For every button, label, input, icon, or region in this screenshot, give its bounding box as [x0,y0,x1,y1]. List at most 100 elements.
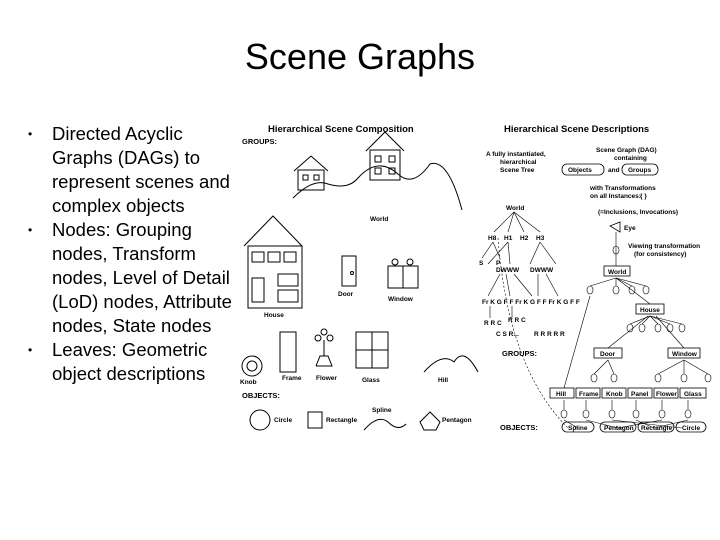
dag-node-house: House [635,303,665,315]
left-label-hill: Hill [438,377,448,384]
tree-rrc-1: R R C [484,320,502,327]
tree-h1: H1 [504,235,513,242]
dag-object-circle: Circle [682,425,700,432]
bullet-dot: • [28,223,33,237]
knob-illustration [241,355,263,377]
dag-leaves [549,387,707,399]
dag-caption-2: containing [614,155,647,162]
left-label-spline: Spline [372,407,392,414]
dag-transform-2: on all Instances: [590,193,641,200]
left-panel-title: Hierarchical Scene Composition [268,124,414,135]
tree-rrrrr: R R R R R [534,331,565,338]
rectangle-object [307,411,323,429]
left-label-glass: Glass [362,377,380,384]
bullet-item: • Directed Acyclic Graphs (DAGs) to repre… [28,122,238,218]
dag-object-rectangle: Rectangle [641,425,672,432]
left-objects-label: OBJECTS: [242,391,280,400]
tree-caption-1: A fully instantiated, [486,151,546,158]
dag-groups-pill [621,163,659,176]
bullet-dot: • [28,343,33,357]
dag-transform-note: (=Inclusions, Invocations) [598,209,678,216]
tree-world-label: World [506,205,524,212]
tree-h8: H8 [488,235,497,242]
hill-illustration [423,355,479,373]
dag-viewing-1: Viewing transformation [628,243,700,250]
left-label-knob: Knob [240,379,257,386]
flower-illustration [314,328,334,367]
tree-parts-row: Fr K G F F Fr K G F F Fr K G F F [482,299,580,306]
dag-object-spline: Spline [568,425,588,432]
bullet-text: Leaves: Geometric object descriptions [52,339,208,384]
dag-objects-pill [561,163,605,176]
right-objects-label: OBJECTS: [500,423,538,432]
dag-edges [497,232,709,429]
dag-eye-label: Eye [624,225,636,232]
left-label-house: House [264,312,284,319]
scene-tree: World H8 H1 H2 H3 S P DWWW DWWW Fr K G F… [479,205,580,338]
dag-world-label: World [608,269,626,276]
dag-leaf-flower: Flower [656,391,677,398]
dag-leaf-frame: Frame [579,391,599,398]
dag-object-pentagon: Pentagon [604,425,634,432]
bullet-item: • Nodes: Grouping nodes, Transform nodes,… [28,218,238,338]
left-label-pentagon: Pentagon [442,417,472,424]
scene-graph-diagram: Hierarchical Scene Composition GROUPS: W… [240,124,712,433]
dag-object-pills [561,421,707,433]
scene-graph-figure: Hierarchical Scene Composition GROUPS: W… [238,118,720,440]
dag-node-world: World [603,265,631,277]
tree-csr: C S R... [496,331,519,338]
left-label-window: Window [388,296,414,303]
tree-s: S [479,260,484,267]
instance-markers [560,245,712,419]
right-groups-label: GROUPS: [502,349,537,358]
left-label-rectangle: Rectangle [326,417,357,424]
tree-caption-3: Scene Tree [500,167,535,174]
bullet-dot: • [28,127,33,141]
left-label-circle: Circle [274,417,292,424]
left-groups-label: GROUPS: [242,137,277,146]
door-illustration [341,255,357,287]
tree-h3: H3 [536,235,545,242]
tree-rrc-2: R R C [508,317,526,324]
dag-caption-1: Scene Graph (DAG) [596,147,657,154]
left-label-frame: Frame [282,375,302,382]
dag-node-door: Door [593,347,623,359]
bullet-text: Nodes: Grouping nodes, Transform nodes, … [52,219,232,336]
dag-viewing-2: (for consistency) [634,251,686,258]
dag-door-label: Door [600,351,616,358]
left-label-flower: Flower [316,375,337,382]
circle-object [249,409,271,431]
dag-leaf-glass: Glass [684,391,702,398]
tree-dwww-2: DWWW [530,267,554,274]
dag-window-label: Window [672,351,698,358]
dag-leaf-panel: Panel [631,391,649,398]
tree-h2: H2 [520,235,529,242]
pentagon-object [419,411,441,431]
dag-leaf-hill: Hill [556,391,566,398]
glass-illustration [355,331,389,369]
tree-caption-2: hierarchical [500,159,537,166]
dag-node-window: Window [667,347,701,359]
right-panel-title: Hierarchical Scene Descriptions [504,124,649,135]
window-illustration [387,258,419,289]
dag-groups-text: Groups [628,167,651,174]
house-illustration [243,215,303,309]
bullet-item: • Leaves: Geometric object descriptions [28,338,238,386]
frame-illustration [279,331,297,373]
eye-icon [609,221,621,233]
left-label-world: World [370,216,388,223]
spline-object [363,418,407,431]
slide-title: Scene Graphs [244,36,476,77]
bullet-list: • Directed Acyclic Graphs (DAGs) to repre… [28,122,238,386]
dag-house-label: House [640,307,660,314]
left-label-door: Door [338,291,354,298]
dag-transform-1: with Transformations [589,185,656,192]
world-illustration [292,131,463,211]
dag-objects-text: Objects [568,167,592,174]
dag-and-text: and [608,167,620,174]
dag-leaf-knob: Knob [606,391,623,398]
tree-dwww-1: DWWW [496,267,520,274]
dag-instance-symbol: { } [640,193,647,200]
tree-p: P [496,260,501,267]
bullet-text: Directed Acyclic Graphs (DAGs) to repres… [52,123,230,216]
